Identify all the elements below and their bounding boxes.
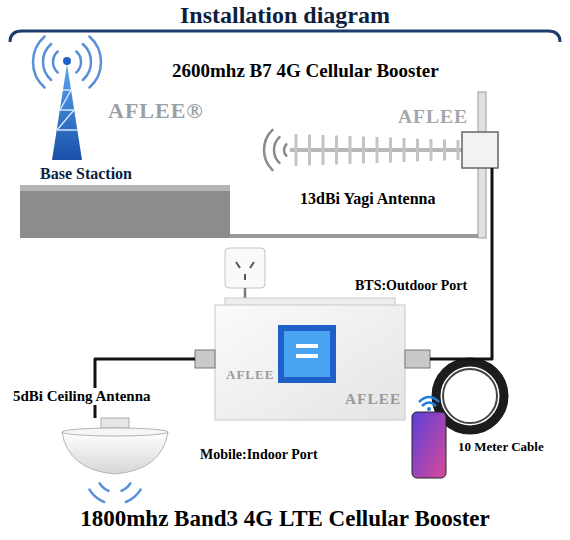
- dome-rim: [62, 428, 168, 436]
- yagi-elements: [296, 134, 458, 166]
- floor-line: [230, 234, 480, 238]
- mast-clamp: [462, 132, 498, 168]
- band-heading: 2600mhz B7 4G Cellular Booster: [172, 60, 439, 82]
- platform: [20, 185, 230, 238]
- outlet-holes: [236, 262, 254, 280]
- signal-wave: [100, 483, 109, 490]
- wifi-dot: [427, 407, 431, 411]
- tower: [52, 64, 82, 160]
- tower-tip: [63, 57, 71, 65]
- yagi-element: [295, 134, 298, 166]
- dome-cap: [101, 418, 129, 428]
- cable-coil-inner: [443, 369, 497, 423]
- yagi-element: [335, 136, 338, 165]
- signal-wave: [33, 36, 45, 87]
- watermark: AFLEE®: [108, 98, 204, 123]
- power-outlet: [225, 248, 265, 288]
- yagi-element: [362, 137, 365, 164]
- phone: [412, 412, 446, 478]
- diagram-title: Installation diagram: [180, 2, 390, 30]
- booster-body: [215, 305, 405, 420]
- watermark: AFLEE: [345, 390, 401, 408]
- yagi-element: [416, 139, 419, 162]
- signal-waves: [33, 36, 286, 502]
- port-label: Mobile:Indoor Port: [200, 447, 318, 463]
- component-label: BTS:Outdoor Port: [355, 278, 467, 294]
- signal-wave: [89, 490, 104, 502]
- screen-bar: [296, 354, 318, 358]
- signal-wave: [264, 130, 272, 170]
- wifi-icon: [419, 397, 439, 406]
- signal-wave: [53, 51, 58, 72]
- yagi-element: [443, 140, 446, 161]
- yagi-element: [389, 138, 392, 163]
- indoor-port: [195, 350, 215, 368]
- signal-wave: [43, 44, 51, 80]
- platform-top: [20, 185, 230, 191]
- yagi-element: [376, 137, 379, 163]
- screen-face: [284, 331, 330, 377]
- signal-wave: [76, 51, 81, 72]
- yagi-element: [349, 136, 352, 164]
- signal-wave: [284, 144, 286, 155]
- outdoor-port: [405, 350, 430, 368]
- signal-wave: [89, 36, 101, 87]
- signal-wave: [83, 44, 91, 80]
- component-label: Base Staction: [40, 165, 132, 183]
- ceiling-antenna: 5dBi Ceiling Antenna: [55, 418, 175, 476]
- yagi-element: [430, 139, 433, 161]
- watermark: AFLEE: [398, 106, 468, 128]
- ceiling-dome: [62, 432, 168, 474]
- yagi-element: [322, 135, 325, 165]
- signal-wave: [274, 137, 279, 163]
- component-label: 13dBi Yagi Antenna: [300, 190, 435, 208]
- signal-wave: [126, 490, 141, 502]
- yagi-element: [457, 140, 460, 160]
- watermark: AFLEE: [226, 368, 274, 383]
- tower-lattice: [57, 90, 77, 130]
- yagi-element: [403, 138, 406, 162]
- yagi-element: [308, 135, 311, 166]
- cable-label: 10 Meter Cable: [458, 440, 544, 455]
- component-label: 5dBi Ceiling Antenna: [10, 388, 154, 405]
- screen-bar: [296, 344, 318, 348]
- antenna-lead: [491, 168, 494, 216]
- booster-screen: [278, 325, 336, 383]
- signal-wave: [122, 483, 131, 490]
- diagram-caption: 1800mhz Band3 4G LTE Cellular Booster: [80, 506, 490, 532]
